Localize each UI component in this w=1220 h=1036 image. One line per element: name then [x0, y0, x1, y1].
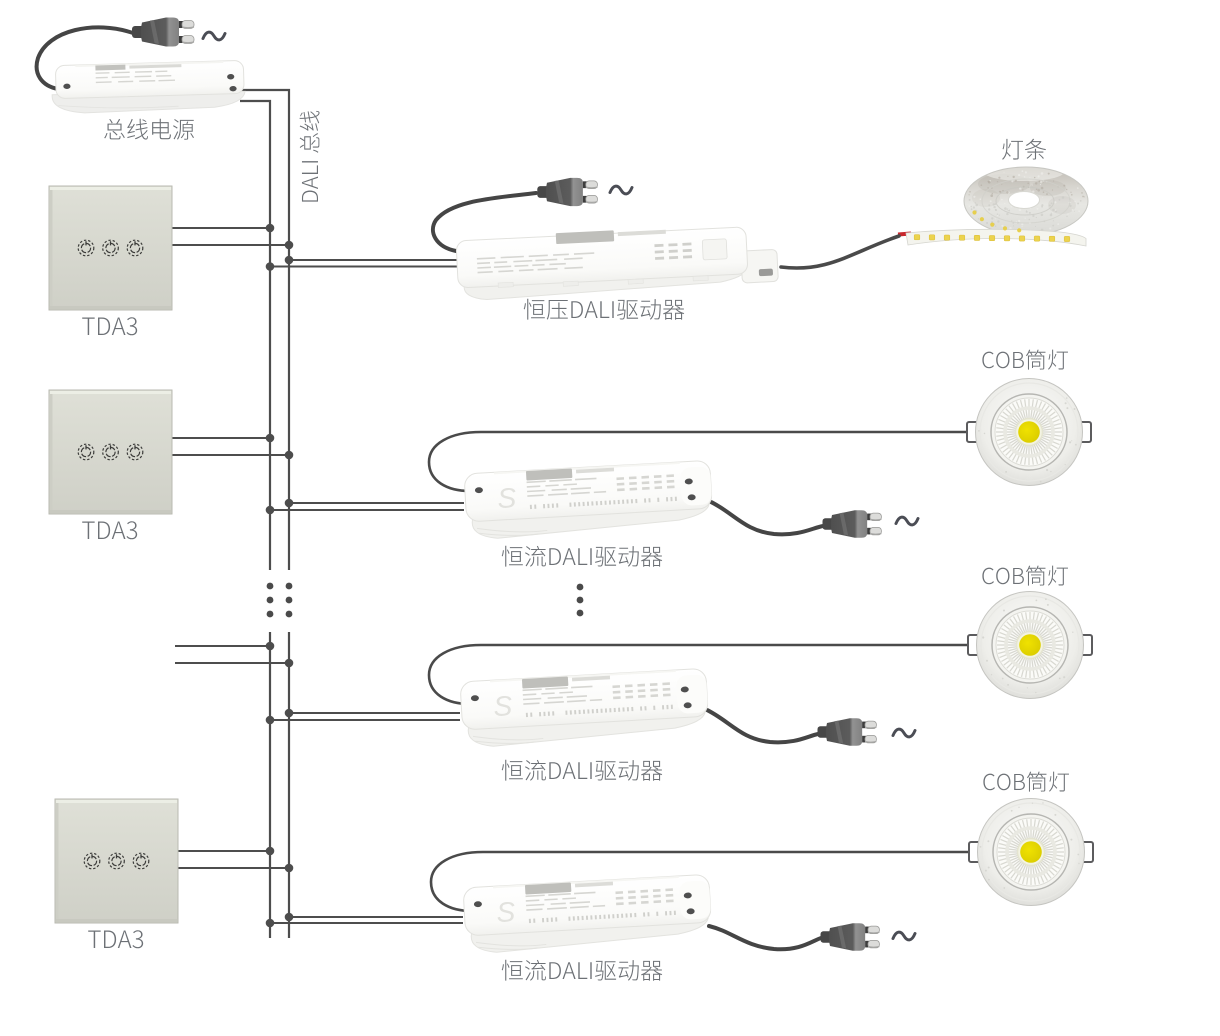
svg-text:S: S — [497, 482, 518, 514]
svg-text:S: S — [493, 690, 514, 722]
svg-text:S: S — [496, 896, 517, 928]
